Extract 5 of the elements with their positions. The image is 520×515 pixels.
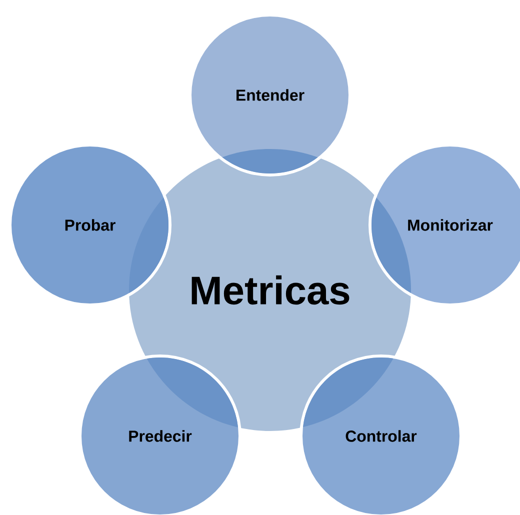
circle-node: Monitorizar <box>368 143 520 306</box>
circle-node: Entender <box>188 14 352 176</box>
circle-node: Probar <box>8 143 172 306</box>
circle-node: Controlar <box>300 354 462 515</box>
circle-node: Predecir <box>78 354 242 515</box>
